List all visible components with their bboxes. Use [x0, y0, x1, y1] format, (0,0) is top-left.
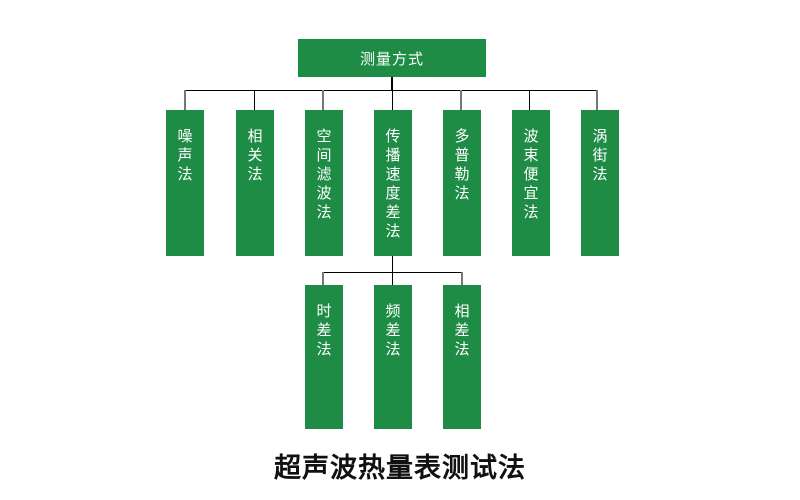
branch-connector-7 [596, 90, 598, 110]
method-node-beam-offset: 波束便宜法 [512, 110, 550, 256]
branch-connector-5 [460, 90, 462, 110]
sub-method-label: 频差法 [385, 302, 401, 358]
sub-root-connector [392, 256, 393, 272]
root-connector [391, 77, 393, 91]
method-label: 多普勒法 [454, 127, 470, 202]
method-label: 相关法 [247, 127, 263, 183]
branch-connector-2 [254, 90, 255, 110]
branch-connector-6 [529, 90, 530, 110]
method-node-correlation: 相关法 [236, 110, 274, 256]
sub-connector-3 [461, 272, 463, 285]
method-label: 空间滤波法 [316, 127, 332, 221]
top-horizontal-connector [185, 90, 598, 91]
method-label: 波束便宜法 [523, 127, 539, 221]
sub-method-label: 时差法 [316, 302, 332, 358]
method-node-doppler: 多普勒法 [443, 110, 481, 256]
sub-connector-1 [322, 272, 324, 285]
sub-method-node-phase-diff: 相差法 [443, 285, 481, 429]
branch-connector-3 [322, 90, 324, 110]
method-node-spatial-filter: 空间滤波法 [305, 110, 343, 256]
diagram-caption: 超声波热量表测试法 [274, 453, 526, 484]
method-label: 传播速度差法 [385, 127, 401, 240]
method-node-transit-speed-diff: 传播速度差法 [374, 110, 412, 256]
sub-connector-2 [392, 272, 393, 285]
method-label: 噪声法 [177, 127, 193, 183]
branch-connector-4 [392, 90, 393, 110]
root-label: 测量方式 [359, 49, 424, 68]
sub-horizontal-connector [323, 272, 463, 273]
method-node-noise: 噪声法 [166, 110, 204, 256]
root-node: 测量方式 [298, 39, 486, 77]
method-label: 涡街法 [592, 127, 608, 183]
sub-method-node-freq-diff: 频差法 [374, 285, 412, 429]
sub-method-label: 相差法 [454, 302, 470, 358]
method-node-vortex: 涡街法 [581, 110, 619, 256]
sub-method-node-time-diff: 时差法 [305, 285, 343, 429]
branch-connector-1 [184, 90, 186, 110]
